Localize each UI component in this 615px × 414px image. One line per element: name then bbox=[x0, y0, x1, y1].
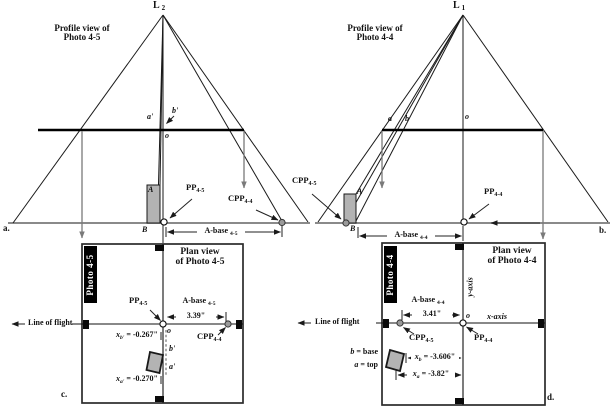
profile-left-title: Profile view of Photo 4-5 bbox=[54, 23, 110, 42]
x-a-prime-value: xa' = -0.270" bbox=[115, 374, 158, 385]
building-base-B-profile-right: B bbox=[350, 224, 356, 233]
principal-point-o-profile-left: o bbox=[165, 131, 169, 140]
fiducial-left bbox=[83, 320, 89, 329]
fiducial-top bbox=[155, 245, 164, 251]
cpp-4-4-label-plan: CPP4-4 bbox=[197, 331, 222, 344]
cpp-4-5-label-plan: CPP4-5 bbox=[409, 332, 434, 345]
profile-right-linework bbox=[311, 14, 610, 241]
pp-4-4-point-profile bbox=[460, 218, 468, 226]
pp-4-5-point-plan bbox=[159, 320, 167, 328]
x-axis-label: x-axis bbox=[487, 312, 507, 321]
pp-4-4-label-plan: PP4-4 bbox=[474, 332, 493, 345]
principal-point-o-profile-right: o bbox=[465, 112, 469, 121]
panel-label-c: c. bbox=[61, 389, 68, 399]
principal-point-o-plan-right: o bbox=[466, 311, 470, 320]
panel-label-d: d. bbox=[547, 392, 555, 402]
line-of-flight-label-right: Line of flight bbox=[315, 317, 360, 326]
photo-4-5-banner bbox=[84, 246, 97, 303]
y-axis-label: y-axis bbox=[465, 277, 475, 297]
cpp-4-4-point-profile bbox=[278, 218, 286, 227]
building-base-B-profile-left: B bbox=[142, 225, 148, 234]
pp-4-4-point-plan bbox=[459, 319, 467, 327]
image-point-b-prime-profile: b' bbox=[172, 106, 179, 115]
fiducial-top bbox=[455, 244, 464, 250]
x-a-value: xa = -3.82" bbox=[407, 370, 455, 380]
principal-point-o-plan-left: o bbox=[167, 326, 171, 335]
cpp-4-5-point-profile bbox=[342, 219, 350, 227]
cpp-4-5-point-plan bbox=[396, 319, 404, 327]
lens-point-L1-label: L 1 bbox=[453, 0, 466, 13]
photo-4-5-banner-text: Photo 4-5 bbox=[85, 254, 95, 296]
building-profile-right bbox=[343, 193, 357, 224]
panel-label-b: b. bbox=[599, 225, 607, 235]
building-footprint-plan-left bbox=[145, 350, 165, 375]
fiducial-bottom bbox=[455, 398, 464, 404]
image-point-a-profile: a bbox=[388, 114, 392, 123]
pp-4-5-label-plan: PP4-5 bbox=[129, 295, 148, 308]
pp-4-5-point-profile bbox=[160, 218, 168, 226]
fiducial-bottom bbox=[155, 396, 164, 402]
pp-4-4-label-profile: PP4-4 bbox=[484, 186, 503, 199]
air-base-4-4-label-plan: A-base 4-4 bbox=[411, 295, 445, 306]
air-base-4-5-label-plan: A-base 4-5 bbox=[182, 296, 216, 307]
pp-4-5-label-profile: PP4-5 bbox=[186, 182, 205, 195]
air-base-4-5-value: 3.39" bbox=[176, 312, 216, 320]
legend-a-top: a = top bbox=[354, 360, 378, 369]
building-profile-left bbox=[146, 184, 161, 224]
plan-left-title: Plan view of Photo 4-5 bbox=[175, 247, 225, 267]
cpp-4-4-label-profile: CPP4-4 bbox=[228, 193, 253, 206]
building-top-A-profile-left: A bbox=[148, 185, 154, 194]
cpp-4-5-label-profile: CPP4-5 bbox=[292, 175, 317, 188]
building-top-A-profile-right: A bbox=[357, 187, 363, 196]
image-point-a-prime-plan: a' bbox=[169, 362, 176, 371]
fiducial-right bbox=[538, 319, 544, 328]
photo-4-4-banner bbox=[384, 246, 397, 303]
image-point-b-profile: b bbox=[405, 114, 409, 123]
building-footprint-plan-right bbox=[384, 348, 406, 373]
photo-4-4-banner-text: Photo 4-4 bbox=[385, 254, 395, 296]
air-base-4-5-label-profile: A-base 4-5 bbox=[197, 227, 245, 237]
image-point-b-prime-plan: b' bbox=[169, 344, 176, 353]
panel-label-a: a. bbox=[3, 223, 10, 233]
plan-right-title: Plan view of Photo 4-4 bbox=[487, 246, 537, 266]
x-b-prime-value: xb' = -0.267" bbox=[115, 330, 158, 341]
x-b-value: xb = -3.606" bbox=[411, 353, 459, 363]
profile-right-title: Profile view of Photo 4-4 bbox=[347, 23, 403, 42]
fiducial-right bbox=[236, 320, 242, 329]
profile-left-linework bbox=[8, 14, 310, 243]
cpp-4-4-point-plan bbox=[224, 320, 232, 328]
air-base-4-4-label-profile: A-base 4-4 bbox=[387, 231, 435, 241]
air-base-4-4-value: 3.41" bbox=[412, 310, 452, 318]
legend-b-base: b = base bbox=[350, 347, 378, 356]
fiducial-left bbox=[383, 319, 389, 328]
image-point-a-prime-profile: a' bbox=[147, 112, 154, 121]
line-of-flight-label-left: Line of flight bbox=[28, 318, 73, 327]
lens-point-L2-label: L 2 bbox=[153, 0, 166, 13]
